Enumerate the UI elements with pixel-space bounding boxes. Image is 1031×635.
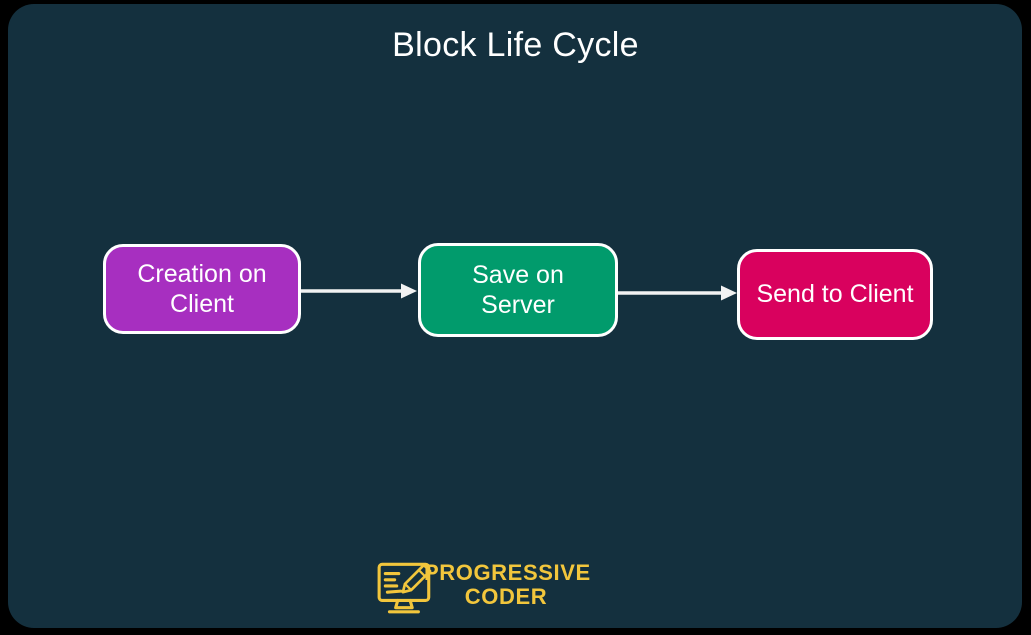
brand-line-1: PROGRESSIVE	[424, 560, 591, 585]
monitor-pencil-icon	[377, 562, 432, 614]
node-save-on-server: Save on Server	[418, 243, 618, 337]
connector-arrow-1	[301, 283, 417, 299]
page-title: Block Life Cycle	[392, 26, 639, 64]
brand-line-2: CODER	[464, 584, 548, 609]
node-creation-on-client: Creation on Client	[103, 244, 301, 334]
node-label: Creation on Client	[137, 259, 267, 319]
connector-arrow-2	[618, 285, 737, 301]
node-label: Send to Client	[756, 280, 914, 309]
node-send-to-client: Send to Client	[737, 249, 933, 340]
brand-wordmark: PROGRESSIVE CODER	[424, 560, 591, 609]
node-label: Save on Server	[472, 260, 564, 320]
